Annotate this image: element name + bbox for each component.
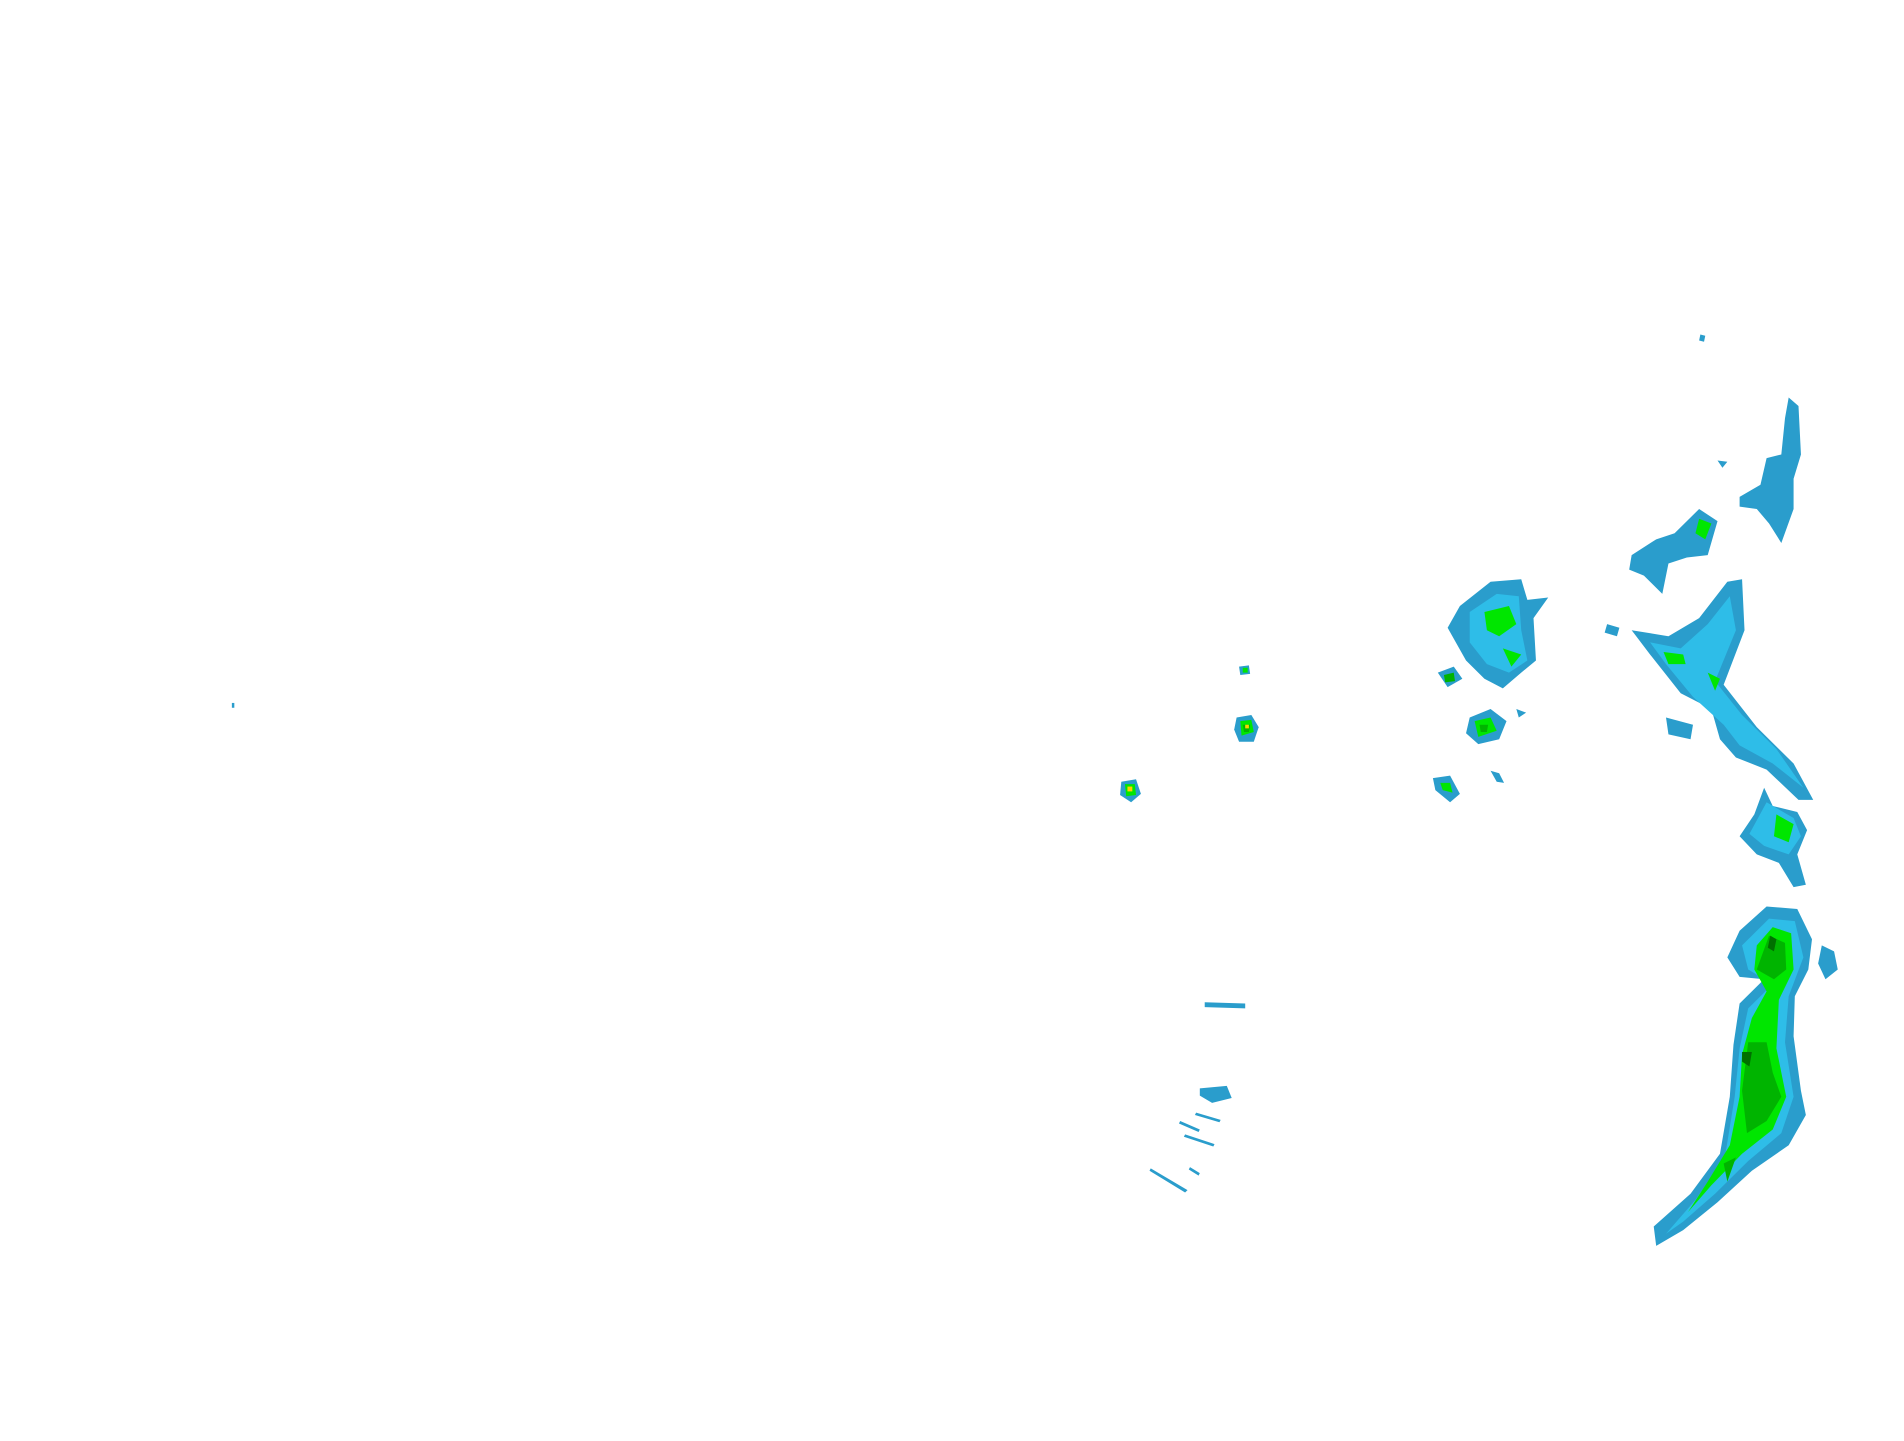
precip-area-north-east — [1604, 334, 1814, 800]
storm-cell-cluster-west — [1432, 579, 1549, 803]
storm-cell-south-line — [1653, 906, 1838, 1246]
storm-cell-middle — [1739, 787, 1808, 888]
ground-clutter-streaks — [1149, 1002, 1246, 1193]
storm-cell-isolated — [231, 665, 1259, 803]
